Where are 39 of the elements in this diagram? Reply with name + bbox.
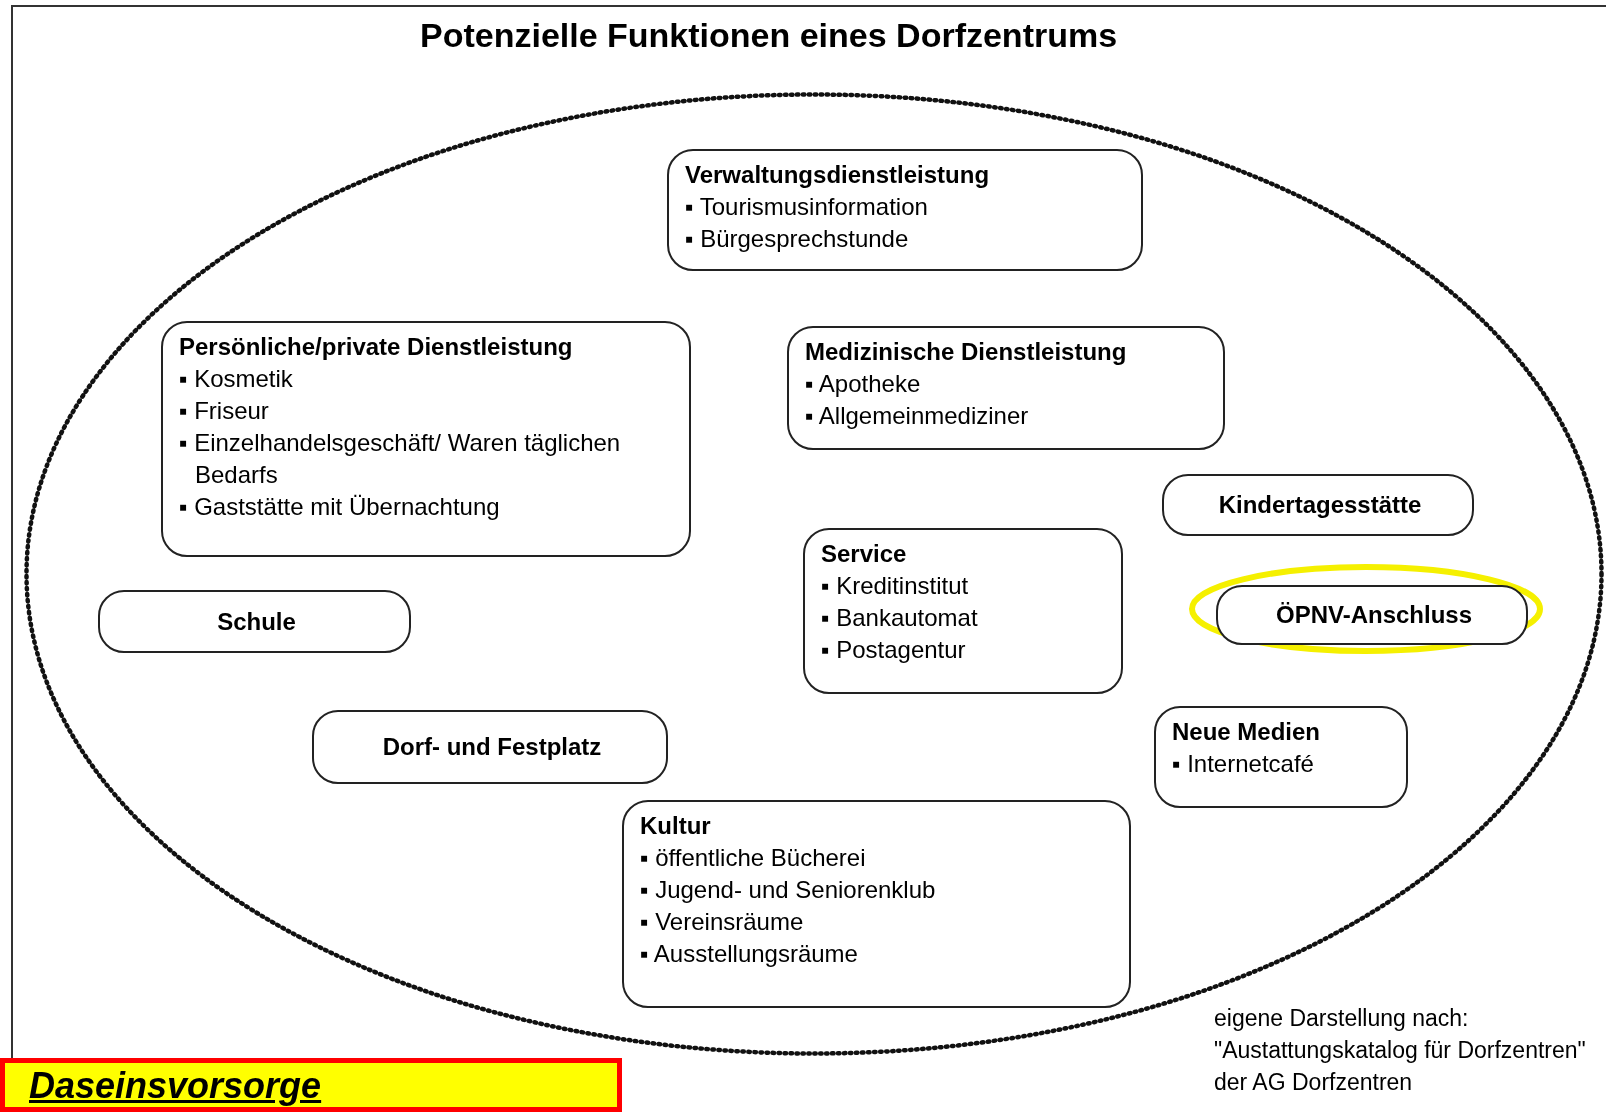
- list-item: ▪ Ausstellungsräume: [640, 939, 859, 969]
- list-item: ▪ Kreditinstitut: [821, 571, 970, 601]
- box-label: Kindertagesstätte: [1218, 490, 1422, 520]
- box-label: Dorf- und Festplatz: [382, 732, 602, 762]
- list-item: ▪ Gaststätte mit Übernachtung: [179, 492, 501, 522]
- box-label: ÖPNV-Anschluss: [1275, 600, 1473, 630]
- box-heading: Medizinische Dienstleistung: [805, 337, 1128, 367]
- list-item: ▪ öffentliche Bücherei: [640, 843, 867, 873]
- rounded-box: [98, 590, 411, 653]
- source-note: eigene Darstellung nach: "Austattungskatalog für Dorfzentren" der AG Dorfzentren: [1214, 1004, 1587, 1097]
- list-item: ▪ Internetcafé: [1172, 749, 1315, 779]
- box-heading: Neue Medien: [1172, 717, 1322, 747]
- list-item: ▪ Kosmetik: [179, 364, 294, 394]
- list-item: ▪ Bürgesprechstunde: [685, 224, 910, 254]
- box-label: Schule: [217, 606, 296, 637]
- diagram-title: Potenzielle Funktionen eines Dorfzentrums: [420, 16, 1118, 55]
- list-item: ▪ Bankautomat: [821, 603, 979, 633]
- rounded-box: [1162, 474, 1474, 536]
- list-item: ▪ Friseur: [179, 396, 270, 426]
- rounded-box: [1216, 585, 1528, 645]
- list-item: ▪ Allgemeinmediziner: [805, 401, 1030, 431]
- rounded-box: [667, 149, 1143, 271]
- title-banner: Daseinsvorsorge: [0, 1058, 622, 1112]
- rounded-box: [1154, 706, 1408, 808]
- rounded-box: [312, 710, 668, 784]
- list-item: ▪ Postagentur: [821, 635, 967, 665]
- box-heading: Kultur: [640, 811, 712, 841]
- list-item: ▪ Apotheke: [805, 369, 922, 399]
- list-item: ▪ Jugend- und Seniorenklub: [640, 875, 937, 905]
- rounded-box: [622, 800, 1131, 1008]
- box-heading: Service: [821, 539, 908, 569]
- list-item: ▪ Vereinsräume: [640, 907, 805, 937]
- rounded-box: [161, 321, 691, 557]
- list-item: ▪ Einzelhandelsgeschäft/ Waren täglichen Bedarfs: [179, 428, 622, 490]
- rounded-box: [787, 326, 1225, 450]
- rounded-box: [803, 528, 1123, 694]
- list-item: ▪ Tourismusinformation: [685, 192, 929, 222]
- box-heading: Persönliche/private Dienstleistung: [179, 332, 574, 362]
- box-heading: Verwaltungsdienstleistung: [685, 160, 991, 190]
